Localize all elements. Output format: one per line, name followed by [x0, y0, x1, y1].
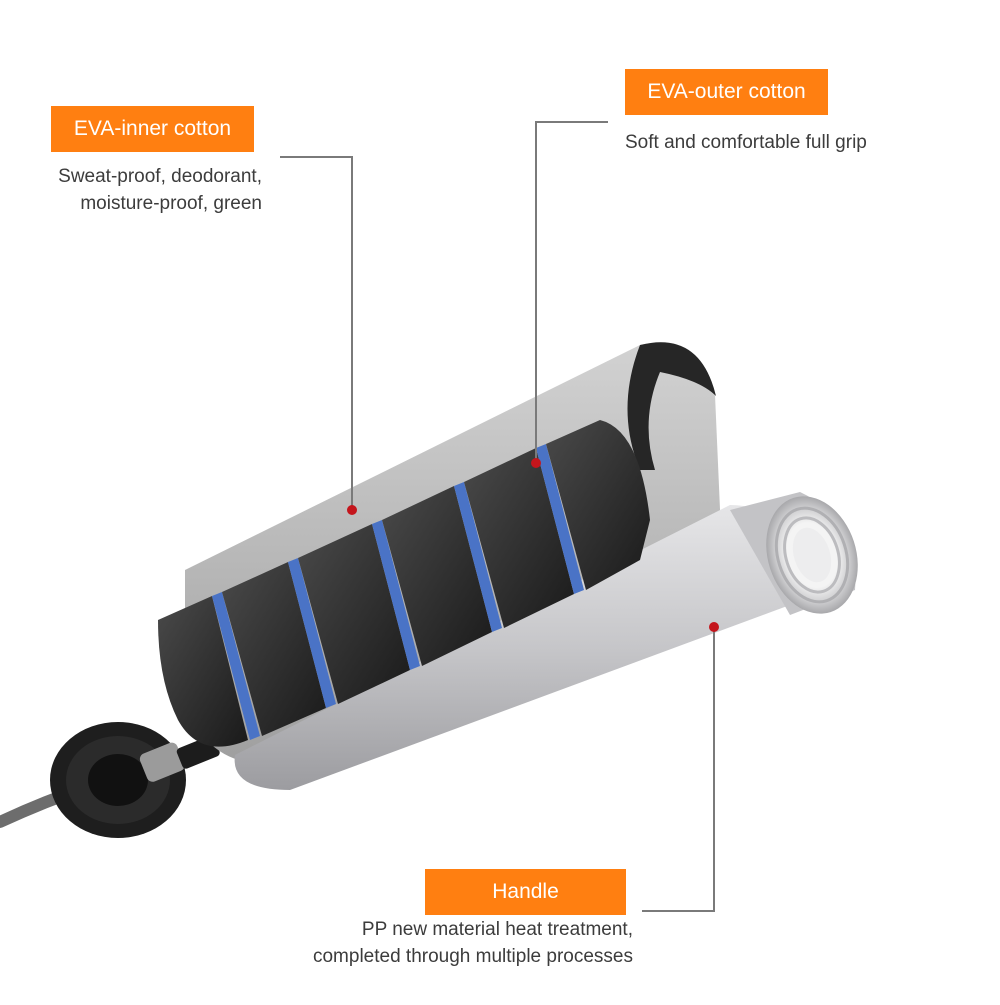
eva-inner-cotton-label: EVA-inner cotton: [51, 106, 254, 152]
leader-line-inner: [280, 156, 353, 510]
foam-segments: [158, 420, 650, 747]
handle-description: PP new material heat treatment, complete…: [230, 916, 633, 970]
eva-inner-desc-line2: moisture-proof, green: [80, 193, 262, 214]
handle-desc-line2: completed through multiple processes: [312, 946, 633, 967]
marker-dot-inner: [347, 505, 357, 515]
handle-label: Handle: [425, 869, 626, 915]
eva-inner-desc-line1: Sweat-proof, deodorant,: [58, 166, 262, 187]
eva-inner-cotton-description: Sweat-proof, deodorant, moisture-proof, …: [20, 163, 262, 217]
eva-outer-cotton-description: Soft and comfortable full grip: [625, 129, 965, 156]
eva-outer-cotton-label: EVA-outer cotton: [625, 69, 828, 115]
marker-dot-handle: [709, 622, 719, 632]
threaded-end: [730, 492, 858, 615]
sleeve-curl: [627, 342, 716, 470]
handle-desc-line1: PP new material heat treatment,: [361, 919, 633, 940]
leader-line-outer: [535, 121, 608, 463]
bearing-cap: [50, 722, 220, 838]
leader-line-handle: [642, 627, 715, 912]
eva-outer-desc-line1: Soft and comfortable full grip: [625, 132, 867, 153]
marker-dot-outer: [531, 458, 541, 468]
metal-handle-body: [234, 505, 796, 790]
leader-lines: [280, 121, 715, 912]
